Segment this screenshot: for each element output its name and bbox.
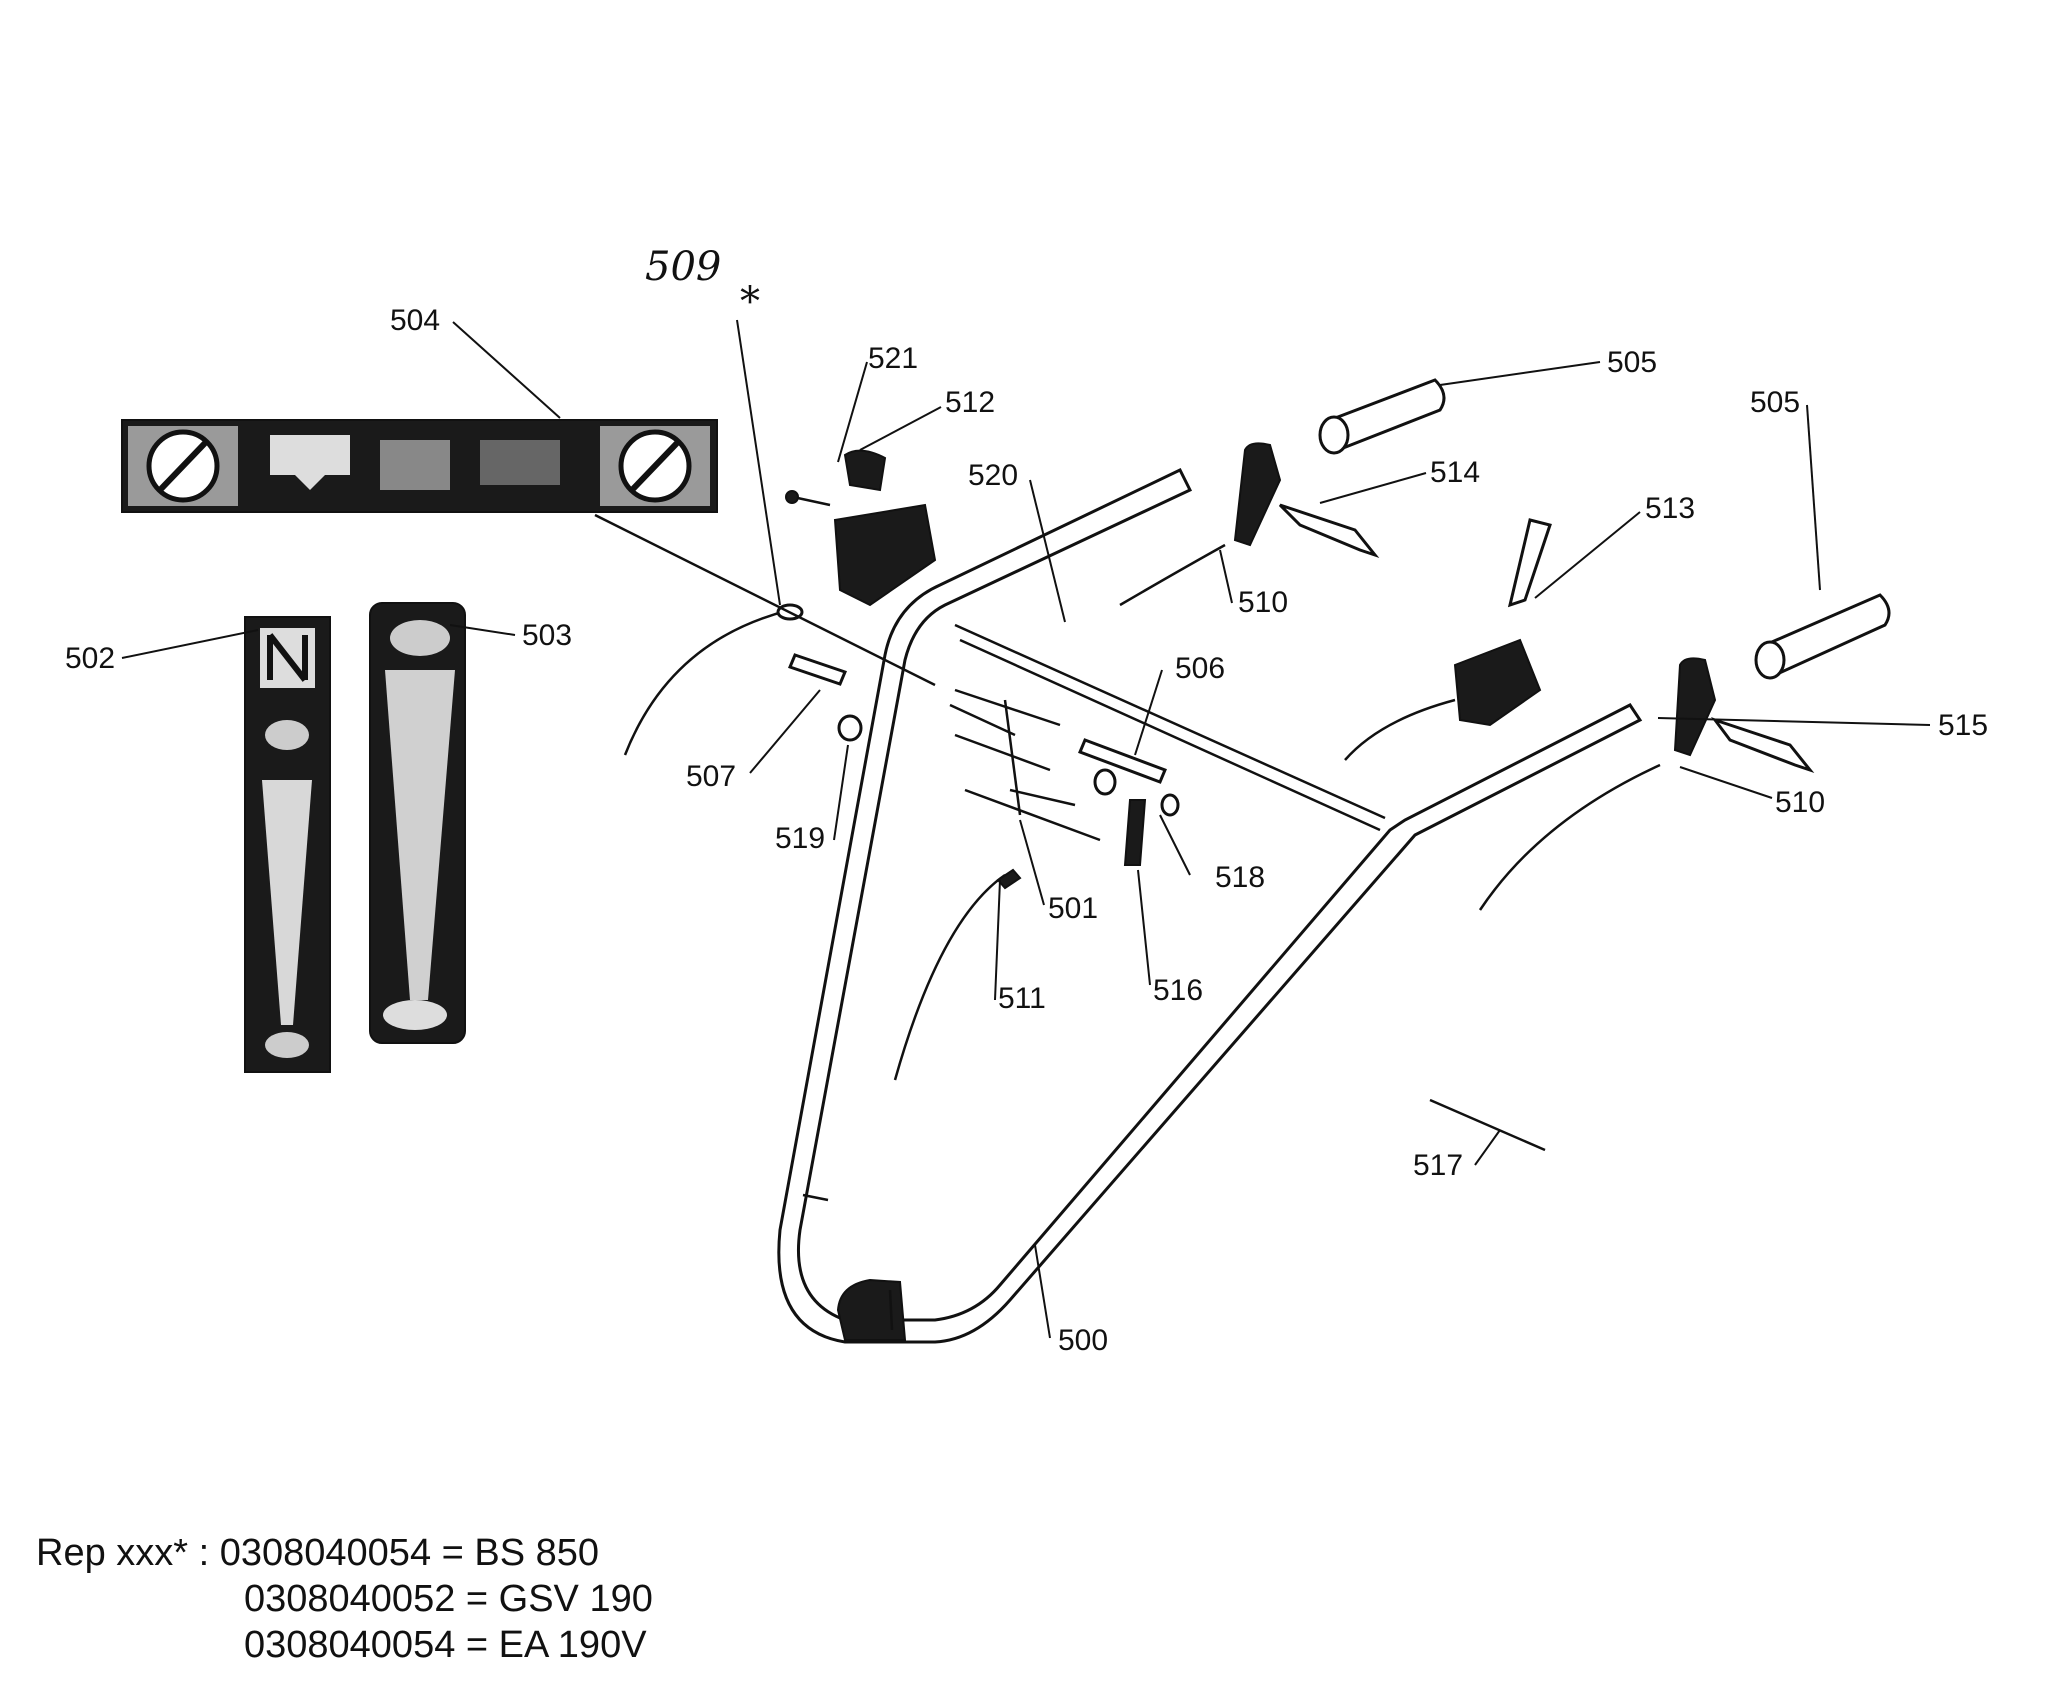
- handlebar-frame: [777, 468, 1643, 1344]
- callout-516: 516: [1153, 974, 1203, 1007]
- callout-500: 500: [1058, 1324, 1108, 1357]
- callout-514: 514: [1430, 456, 1480, 489]
- callout-513: 513: [1645, 492, 1695, 525]
- grip-right: [1754, 593, 1891, 680]
- footnote-prefix: Rep xxx* :: [36, 1532, 220, 1574]
- callout-517: 517: [1413, 1149, 1463, 1182]
- callout-510-top: 510: [1238, 586, 1288, 619]
- callout-509-star: *: [740, 279, 760, 325]
- part-reference-footnote: Rep xxx* : 0308040054 = BS 850 030804005…: [36, 1530, 653, 1668]
- footnote-line-1: 0308040054 = BS 850: [219, 1532, 600, 1574]
- callout-504: 504: [390, 304, 440, 337]
- callout-507: 507: [686, 760, 736, 793]
- lever-middle: [1344, 518, 1552, 761]
- callout-506: 506: [1175, 652, 1225, 685]
- callout-501: 501: [1048, 892, 1098, 925]
- decal-503: [369, 602, 466, 1044]
- callout-520: 520: [968, 459, 1018, 492]
- callout-509: 509: [645, 244, 721, 290]
- callout-521: 521: [868, 342, 918, 375]
- callout-505-right: 505: [1750, 386, 1800, 419]
- decal-502: [244, 616, 331, 1073]
- footnote-row-2: 0308040052 = GSV 190: [36, 1576, 653, 1622]
- footnote-line-3: 0308040054 = EA 190V: [244, 1624, 647, 1666]
- callout-503: 503: [522, 619, 572, 652]
- callout-510-right: 510: [1775, 786, 1825, 819]
- callout-515: 515: [1938, 709, 1988, 742]
- lever-right: [1478, 657, 1815, 911]
- decal-504: [121, 419, 718, 513]
- footnote-line-2: 0308040052 = GSV 190: [244, 1578, 653, 1620]
- cable-509: [594, 513, 936, 756]
- small-hardware: [787, 653, 1546, 1152]
- callout-511: 511: [998, 982, 1046, 1015]
- grip-top: [1318, 378, 1446, 455]
- throttle-control: [785, 449, 937, 607]
- callout-519: 519: [775, 822, 825, 855]
- callout-518: 518: [1215, 861, 1265, 894]
- callout-512: 512: [945, 386, 995, 419]
- callout-505-top: 505: [1607, 346, 1657, 379]
- footnote-row-1: Rep xxx* : 0308040054 = BS 850: [36, 1530, 653, 1576]
- leader-lines: [121, 319, 1931, 1339]
- callout-labels: 504 509 * 521 512 520 505 505 514 513 51…: [65, 244, 1988, 1357]
- callout-502: 502: [65, 642, 115, 675]
- lever-left: [1119, 442, 1380, 607]
- footnote-row-3: 0308040054 = EA 190V: [36, 1622, 653, 1668]
